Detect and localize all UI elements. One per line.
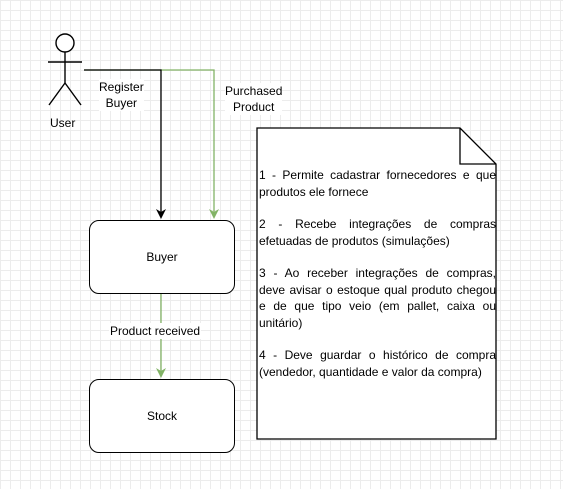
actor-label-user: User	[50, 116, 76, 130]
edge-label-purchased-product: Purchased Product	[225, 83, 283, 115]
edge-label-register-buyer: Register Buyer	[99, 79, 144, 111]
node-buyer-label: Buyer	[146, 250, 178, 264]
edge-label-line: Register	[99, 80, 144, 94]
note-folded-corner-icon[interactable]	[256, 127, 497, 440]
edge-register-buyer[interactable]	[84, 69, 166, 219]
node-buyer[interactable]: Buyer	[89, 220, 235, 294]
note-paragraph-4: 4 - Deve guardar o histórico de compra (…	[259, 348, 496, 379]
stick-figure-icon[interactable]	[48, 33, 82, 106]
edge-label-product-received: Product received	[109, 323, 202, 339]
note-paragraph-1: 1 - Permite cadastrar fornecedores e que…	[259, 168, 496, 199]
edge-label-line: Product	[233, 100, 275, 114]
note-paragraph-2: 2 - Recebe integrações de compras efetua…	[259, 217, 496, 248]
node-stock[interactable]: Stock	[89, 379, 235, 453]
note-paragraph-3: 3 - Ao receber integrações de compras, d…	[259, 266, 496, 330]
note-text[interactable]: 1 - Permite cadastrar fornecedores e que…	[259, 167, 496, 396]
node-stock-label: Stock	[146, 409, 177, 423]
edge-label-line: Buyer	[105, 96, 138, 110]
edge-label-line: Purchased	[225, 84, 283, 98]
